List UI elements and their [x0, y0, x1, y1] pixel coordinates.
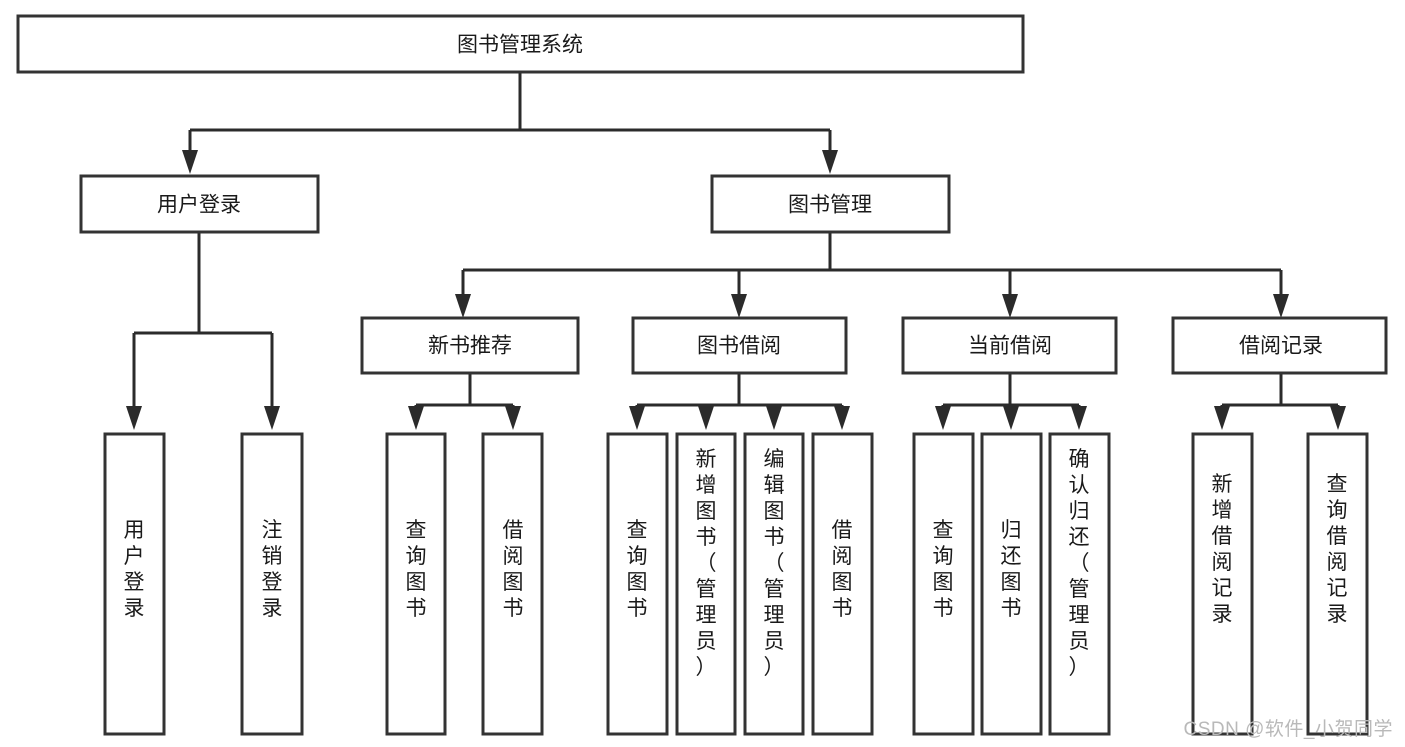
leaf-current-query-book[interactable]: 查询图书 [912, 432, 975, 736]
arrow-head-to-book-management [822, 150, 838, 174]
node-current-borrow-box[interactable] [901, 316, 1118, 375]
leaf-borrow-edit-book[interactable]: 编辑图书（管理员） [743, 432, 805, 736]
leaf-recommend-query-book-label: 查询图书 [406, 519, 427, 620]
arrow-head-record-leaf2 [1330, 406, 1346, 430]
leaf-current-confirm-return[interactable]: 确认归还（管理员） [1048, 432, 1111, 736]
node-borrow-record-box[interactable] [1171, 316, 1388, 375]
leaf-borrow-borrow-book[interactable]: 借阅图书 [811, 432, 874, 736]
leaf-borrow-query-book-box[interactable] [606, 432, 669, 736]
leaf-borrow-borrow-book-label: 借阅图书 [832, 519, 853, 620]
node-user-login-box[interactable] [79, 174, 320, 234]
leaf-user-login-logout-box[interactable] [240, 432, 304, 736]
arrow-head-borrow-leaf2 [698, 406, 714, 430]
arrow-head-book-borrow [731, 294, 747, 318]
node-borrow-record-label: 借阅记录 [1239, 335, 1323, 358]
node-user-login[interactable]: 用户登录 [79, 174, 320, 234]
arrow-head-recommend-leaf1 [408, 406, 424, 430]
leaf-borrow-add-book-box[interactable] [675, 432, 737, 736]
leaf-user-login-login-box[interactable] [103, 432, 166, 736]
node-book-borrow-box[interactable] [631, 316, 848, 375]
node-current-borrow-label: 当前借阅 [968, 335, 1052, 358]
leaf-recommend-borrow-book-box[interactable] [481, 432, 544, 736]
leaf-borrow-add-book-label: 新增图书（管理员） [696, 448, 717, 679]
leaf-current-query-book-box[interactable] [912, 432, 975, 736]
leaf-current-confirm-return-label: 确认归还（管理员） [1069, 448, 1090, 679]
connector-group [126, 72, 1346, 430]
arrow-head-current-borrow [1002, 294, 1018, 318]
node-book-borrow[interactable]: 图书借阅 [631, 316, 848, 375]
arrow-head-borrow-leaf3 [766, 406, 782, 430]
node-root-system[interactable]: 图书管理系统 [16, 14, 1025, 74]
leaf-record-add-record-label: 新增借阅记录 [1212, 473, 1233, 626]
node-new-book-recommend[interactable]: 新书推荐 [360, 316, 580, 375]
node-borrow-record[interactable]: 借阅记录 [1171, 316, 1388, 375]
arrow-head-borrow-leaf4 [834, 406, 850, 430]
node-new-book-recommend-label: 新书推荐 [428, 335, 512, 358]
leaf-current-return-book[interactable]: 归还图书 [980, 432, 1043, 736]
arrow-head-record-leaf1 [1214, 406, 1230, 430]
leaf-user-login-login[interactable]: 用户登录 [103, 432, 166, 736]
leaf-borrow-borrow-book-box[interactable] [811, 432, 874, 736]
leaf-record-add-record-box[interactable] [1191, 432, 1254, 736]
node-root-box[interactable] [16, 14, 1025, 74]
node-book-borrow-label: 图书借阅 [697, 335, 781, 358]
leaf-recommend-query-book[interactable]: 查询图书 [385, 432, 447, 736]
leaf-recommend-borrow-book-label: 借阅图书 [503, 519, 524, 620]
leaf-borrow-query-book[interactable]: 查询图书 [606, 432, 669, 736]
leaf-user-login-logout-label: 注销登录 [262, 519, 283, 620]
leaf-recommend-query-book-box[interactable] [385, 432, 447, 736]
node-current-borrow[interactable]: 当前借阅 [901, 316, 1118, 375]
leaf-user-login-login-label: 用户登录 [124, 519, 145, 620]
arrow-head-borrow-leaf1 [629, 406, 645, 430]
leaf-user-login-logout[interactable]: 注销登录 [240, 432, 304, 736]
arrow-head-logout-leaf [264, 406, 280, 430]
arrow-head-to-user-login [182, 150, 198, 174]
leaf-borrow-edit-book-label: 编辑图书（管理员） [764, 448, 785, 679]
leaf-current-confirm-return-box[interactable] [1048, 432, 1111, 736]
arrow-head-borrow-record [1273, 294, 1289, 318]
arrow-head-user-login-leaf [126, 406, 142, 430]
leaf-current-return-book-label: 归还图书 [1001, 519, 1022, 620]
arrow-head-current-leaf3 [1071, 406, 1087, 430]
node-book-management-box[interactable] [710, 174, 951, 234]
leaf-borrow-add-book[interactable]: 新增图书（管理员） [675, 432, 737, 736]
arrow-head-current-leaf1 [935, 406, 951, 430]
leaf-borrow-edit-book-box[interactable] [743, 432, 805, 736]
leaf-record-query-record[interactable]: 查询借阅记录 [1306, 432, 1369, 736]
arrow-head-recommend-leaf2 [505, 406, 521, 430]
arrow-head-new-book-recommend [455, 294, 471, 318]
leaf-recommend-borrow-book[interactable]: 借阅图书 [481, 432, 544, 736]
node-new-book-recommend-box[interactable] [360, 316, 580, 375]
leaf-borrow-query-book-label: 查询图书 [627, 519, 648, 620]
node-book-management-label: 图书管理 [788, 194, 872, 217]
leaf-record-query-record-box[interactable] [1306, 432, 1369, 736]
leaf-record-add-record[interactable]: 新增借阅记录 [1191, 432, 1254, 736]
node-user-login-label: 用户登录 [157, 194, 241, 217]
node-root-label: 图书管理系统 [457, 34, 583, 57]
leaf-current-return-book-box[interactable] [980, 432, 1043, 736]
leaf-current-query-book-label: 查询图书 [933, 519, 954, 620]
arrow-head-current-leaf2 [1003, 406, 1019, 430]
leaf-record-query-record-label: 查询借阅记录 [1327, 473, 1348, 626]
node-book-management[interactable]: 图书管理 [710, 174, 951, 234]
